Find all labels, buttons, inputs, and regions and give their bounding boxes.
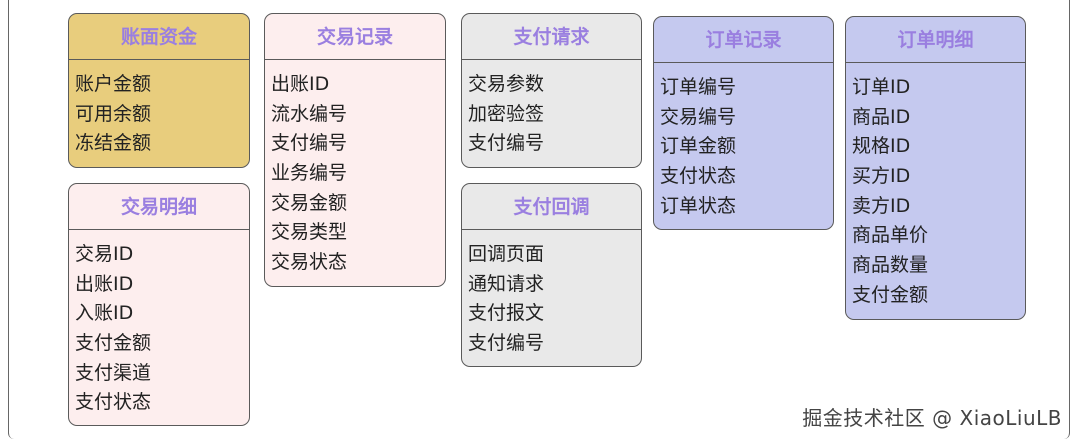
field: 订单ID <box>852 76 911 98</box>
field-list: 订单ID 商品ID 规格ID 买方ID 卖方ID 商品单价 商品数量 支付金额 <box>846 63 1025 311</box>
card-pay-request: 支付请求 交易参数 加密验签 支付编号 <box>461 13 642 168</box>
card-title: 订单记录 <box>654 17 833 63</box>
field: 支付编号 <box>271 132 348 155</box>
diagram-frame <box>8 0 1070 439</box>
field: 订单状态 <box>660 194 737 217</box>
field: 支付渠道 <box>75 361 152 384</box>
field: 加密验签 <box>468 102 545 125</box>
field: 交易参数 <box>468 73 545 95</box>
field: 商品数量 <box>852 254 929 277</box>
field-list: 回调页面 通知请求 支付报文 支付编号 <box>462 230 641 359</box>
field: 买方ID <box>852 165 911 188</box>
card-title: 支付回调 <box>462 184 641 230</box>
field: 支付编号 <box>468 332 545 355</box>
field: 出账ID <box>271 73 330 95</box>
field: 商品ID <box>852 105 911 128</box>
field-list: 交易参数 加密验签 支付编号 <box>462 60 641 159</box>
field: 入账ID <box>75 302 134 325</box>
field-list: 出账ID 流水编号 支付编号 业务编号 交易金额 交易类型 交易状态 <box>265 60 445 278</box>
field: 账户金额 <box>75 73 152 95</box>
field: 支付编号 <box>468 132 545 155</box>
field: 回调页面 <box>468 243 545 265</box>
field: 支付报文 <box>468 302 545 325</box>
field: 支付金额 <box>852 283 929 306</box>
field: 通知请求 <box>468 272 545 295</box>
card-title: 订单明细 <box>846 17 1025 63</box>
card-title: 交易明细 <box>69 184 249 230</box>
card-trade-detail: 交易明细 交易ID 出账ID 入账ID 支付金额 支付渠道 支付状态 <box>68 183 250 426</box>
card-order-record: 订单记录 订单编号 交易编号 订单金额 支付状态 订单状态 <box>653 16 834 230</box>
field: 可用余额 <box>75 102 152 125</box>
field: 出账ID <box>75 272 134 295</box>
field-list: 订单编号 交易编号 订单金额 支付状态 订单状态 <box>654 63 833 221</box>
card-pay-callback: 支付回调 回调页面 通知请求 支付报文 支付编号 <box>461 183 642 367</box>
field: 支付状态 <box>75 391 152 414</box>
card-trade-record: 交易记录 出账ID 流水编号 支付编号 业务编号 交易金额 交易类型 交易状态 <box>264 13 446 287</box>
field: 交易类型 <box>271 221 348 244</box>
field: 订单金额 <box>660 135 737 158</box>
field: 流水编号 <box>271 102 348 125</box>
card-title: 支付请求 <box>462 14 641 60</box>
field: 交易金额 <box>271 191 348 214</box>
field: 交易ID <box>75 243 134 265</box>
field: 支付金额 <box>75 332 152 355</box>
field-list: 交易ID 出账ID 入账ID 支付金额 支付渠道 支付状态 <box>69 230 249 418</box>
card-title: 交易记录 <box>265 14 445 60</box>
field: 冻结金额 <box>75 132 152 155</box>
field-list: 账户金额 可用余额 冻结金额 <box>69 60 249 159</box>
field: 卖方ID <box>852 194 911 217</box>
field: 订单编号 <box>660 76 737 98</box>
card-account-funds: 账面资金 账户金额 可用余额 冻结金额 <box>68 13 250 168</box>
card-title: 账面资金 <box>69 14 249 60</box>
field: 业务编号 <box>271 162 348 185</box>
field: 交易状态 <box>271 251 348 274</box>
field: 支付状态 <box>660 165 737 188</box>
card-order-detail: 订单明细 订单ID 商品ID 规格ID 买方ID 卖方ID 商品单价 商品数量 … <box>845 16 1026 320</box>
watermark-text: 掘金技术社区 @ XiaoLiuLB <box>802 406 1062 430</box>
field: 规格ID <box>852 135 911 158</box>
field: 交易编号 <box>660 105 737 128</box>
field: 商品单价 <box>852 224 929 247</box>
